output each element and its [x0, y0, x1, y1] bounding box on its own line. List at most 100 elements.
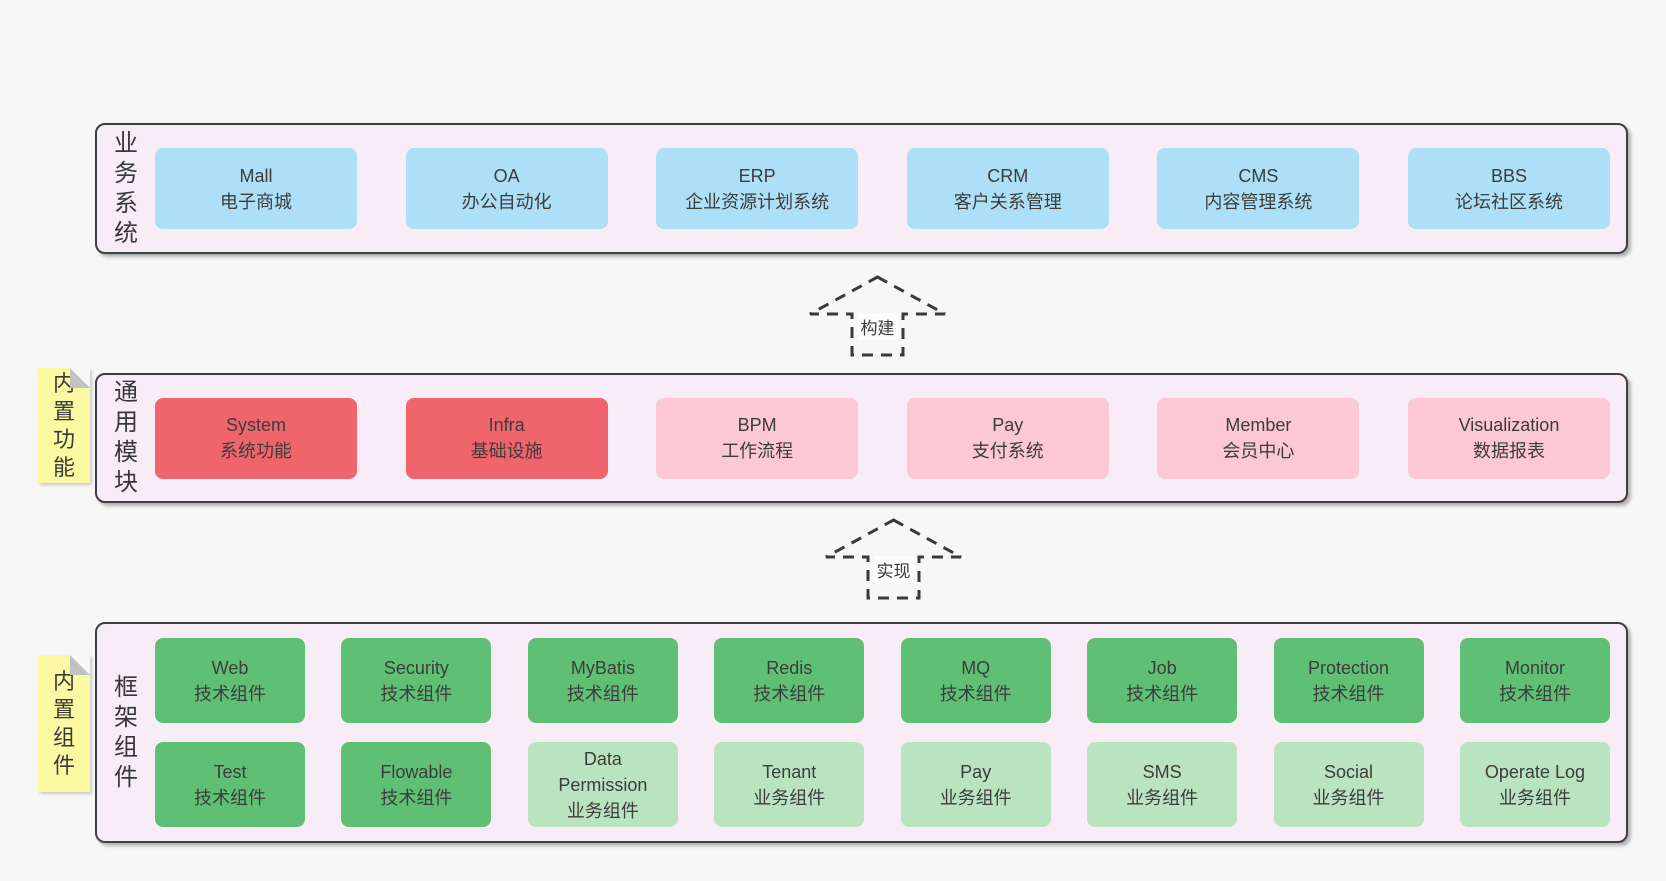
box-subtitle: 技术组件	[194, 683, 266, 704]
box-crm: CRM 客户关系管理	[906, 148, 1109, 229]
box-monitor: Monitor 技术组件	[1459, 638, 1610, 723]
box-subtitle: 办公自动化	[461, 191, 552, 212]
band-label-text: 框架组件	[114, 673, 138, 791]
box-visualization: Visualization 数据报表	[1407, 397, 1610, 479]
box-mybatis: MyBatis 技术组件	[527, 638, 678, 723]
box-title: BPM	[737, 415, 777, 435]
arrow-implement-label: 实现	[873, 556, 914, 583]
box-subtitle: 工作流程	[721, 441, 794, 461]
box-title: MyBatis	[570, 657, 635, 678]
arrow-build-label: 构建	[857, 313, 898, 340]
box-test: Test 技术组件	[155, 742, 305, 827]
box-bbs: BBS 论坛社区系统	[1407, 148, 1610, 229]
band-business-systems: 业务系统 Mall 电子商城 OA 办公自动化 ERP 企业资源计划系统 CRM…	[95, 123, 1628, 254]
box-subtitle: 技术组件	[194, 787, 266, 808]
box-bpm: BPM 工作流程	[656, 397, 859, 479]
band-business-body: Mall 电子商城 OA 办公自动化 ERP 企业资源计划系统 CRM 客户关系…	[155, 125, 1626, 252]
box-member: Member 会员中心	[1157, 397, 1360, 479]
box-subtitle: 会员中心	[1222, 441, 1295, 461]
box-subtitle: 技术组件	[939, 683, 1012, 704]
band-label-text: 业务系统	[114, 129, 138, 247]
box-tenant: Tenant 业务组件	[714, 742, 865, 827]
box-title: MQ	[961, 657, 991, 678]
box-subtitle: 技术组件	[1126, 683, 1199, 704]
box-subtitle: 技术组件	[380, 683, 453, 704]
box-title: Tenant	[762, 761, 817, 782]
box-subtitle: 电子商城	[220, 191, 292, 212]
band-label-business-systems: 业务系统	[97, 125, 155, 252]
box-title: Visualization	[1458, 415, 1560, 435]
box-subtitle: 技术组件	[1498, 683, 1571, 704]
box-oa: OA 办公自动化	[405, 148, 608, 229]
box-title: Web	[211, 657, 249, 678]
band-modules-body: System 系统功能 Infra 基础设施 BPM 工作流程 Pay 支付系统…	[155, 375, 1626, 501]
box-title: Pay	[992, 415, 1024, 435]
box-title: System	[225, 415, 286, 435]
box-title: Member	[1225, 415, 1292, 435]
components-row-2: Test 技术组件 Flowable 技术组件 Data Permission …	[155, 742, 1610, 827]
components-row-1: Web 技术组件 Security 技术组件 MyBatis 技术组件 Redi…	[155, 638, 1610, 723]
box-subtitle: 技术组件	[1312, 683, 1385, 704]
band-label-text: 通用模块	[114, 379, 138, 496]
arrow-implement: 实现	[823, 517, 964, 601]
box-title: Monitor	[1504, 657, 1565, 678]
box-pay: Pay 支付系统	[906, 397, 1109, 479]
box-security: Security 技术组件	[341, 638, 492, 723]
box-title: Redis	[766, 657, 813, 678]
sticky-note-text: 内置组件	[52, 668, 75, 778]
box-title: CRM	[987, 165, 1029, 186]
box-title: Data Permission	[558, 748, 648, 795]
box-subtitle: 内容管理系统	[1204, 191, 1313, 212]
band-label-framework-components: 框架组件	[97, 624, 155, 841]
box-title: SMS	[1142, 761, 1182, 782]
sticky-note-text: 内置功能	[52, 370, 75, 480]
box-web: Web 技术组件	[155, 638, 305, 723]
box-flowable: Flowable 技术组件	[341, 742, 492, 827]
box-redis: Redis 技术组件	[714, 638, 865, 723]
band-label-common-modules: 通用模块	[97, 375, 155, 501]
box-title: Test	[213, 761, 247, 782]
box-subtitle: 支付系统	[971, 441, 1044, 461]
box-title: Security	[383, 657, 449, 678]
box-subtitle: 业务组件	[1312, 787, 1385, 808]
box-cms: CMS 内容管理系统	[1157, 148, 1360, 229]
box-infra: Infra 基础设施	[405, 397, 608, 479]
box-subtitle: 业务组件	[1498, 787, 1571, 808]
box-mq: MQ 技术组件	[900, 638, 1051, 723]
box-social: Social 业务组件	[1273, 742, 1424, 827]
box-subtitle: 业务组件	[566, 800, 639, 821]
box-operate-log: Operate Log 业务组件	[1459, 742, 1610, 827]
box-subtitle: 客户关系管理	[953, 191, 1062, 212]
box-subtitle: 业务组件	[939, 787, 1012, 808]
box-subtitle: 技术组件	[753, 683, 826, 704]
box-mall: Mall 电子商城	[155, 148, 357, 229]
box-subtitle: 基础设施	[470, 441, 543, 461]
box-title: Flowable	[380, 761, 453, 782]
band-common-modules: 通用模块 System 系统功能 Infra 基础设施 BPM 工作流程 Pay…	[95, 373, 1628, 503]
box-subtitle: 企业资源计划系统	[685, 191, 830, 212]
box-subtitle: 数据报表	[1472, 441, 1545, 461]
sticky-note-builtin-features: 内置功能	[38, 368, 90, 483]
box-pay-business: Pay 业务组件	[900, 742, 1051, 827]
box-subtitle: 业务组件	[753, 787, 826, 808]
box-subtitle: 技术组件	[566, 683, 639, 704]
box-job: Job 技术组件	[1087, 638, 1238, 723]
dashed-up-arrow-icon	[825, 518, 962, 600]
dashed-up-arrow-icon	[809, 275, 946, 357]
box-title: Infra	[488, 415, 525, 435]
box-title: Social	[1324, 761, 1374, 782]
box-title: ERP	[738, 165, 776, 186]
box-title: Protection	[1308, 657, 1390, 678]
box-subtitle: 技术组件	[380, 787, 453, 808]
band-framework-components: 框架组件 Web 技术组件 Security 技术组件 MyBatis 技术组件…	[95, 622, 1628, 843]
box-subtitle: 系统功能	[220, 441, 292, 461]
box-erp: ERP 企业资源计划系统	[656, 148, 859, 229]
box-title: Mall	[239, 165, 273, 186]
sticky-note-builtin-components: 内置组件	[38, 655, 90, 792]
box-data-permission: Data Permission 业务组件	[527, 742, 678, 827]
box-subtitle: 论坛社区系统	[1454, 191, 1563, 212]
box-sms: SMS 业务组件	[1087, 742, 1238, 827]
box-subtitle: 业务组件	[1126, 787, 1199, 808]
box-title: Operate Log	[1484, 761, 1585, 782]
